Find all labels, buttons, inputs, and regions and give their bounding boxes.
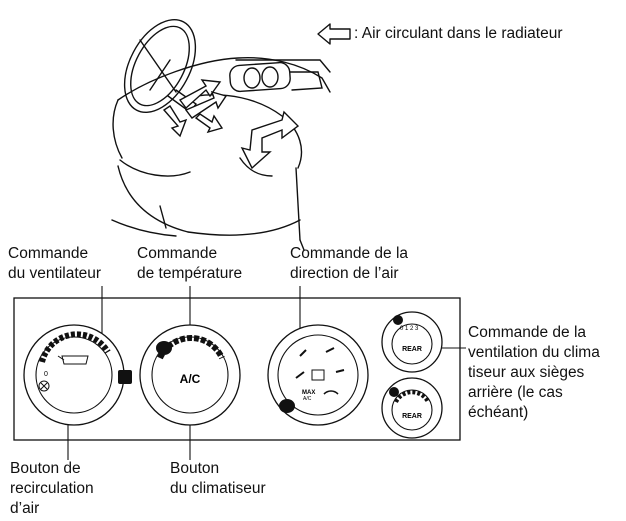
- rear-vent-knob-tab[interactable]: [393, 315, 403, 325]
- legend-text: : Air circulant dans le radiateur: [354, 25, 563, 42]
- fan-zero-mark: 0: [44, 371, 48, 378]
- rear-ventilation-dial[interactable]: 0 1 2 3 REAR: [381, 311, 443, 373]
- dashboard-illustration: [111, 18, 331, 251]
- max-ac-sub-label: A/C: [303, 396, 312, 402]
- air-direction-knob-tab[interactable]: [279, 399, 295, 413]
- rear-dial-label: REAR: [402, 346, 422, 353]
- fan-knob-tab[interactable]: [118, 370, 132, 384]
- temperature-dial[interactable]: A/C: [139, 324, 241, 426]
- airflow-arrow-icon: [317, 23, 351, 45]
- temperature-knob-tab[interactable]: [156, 341, 172, 355]
- ac-button-label[interactable]: A/C: [180, 372, 201, 386]
- air-direction-dial[interactable]: MAX A/C: [267, 324, 369, 426]
- windshield-defrost-icon: [323, 390, 339, 395]
- rear-temperature-knob-tab[interactable]: [389, 387, 399, 397]
- fan-speed-dial[interactable]: 0: [23, 324, 132, 426]
- defrost-front-icon: [311, 369, 325, 381]
- rear-temperature-dial[interactable]: REAR: [381, 377, 443, 439]
- max-ac-label: MAX: [302, 390, 315, 396]
- rear-fan-numbers: 0 1 2 3: [400, 326, 419, 332]
- rear-dial-label-2: REAR: [402, 413, 422, 420]
